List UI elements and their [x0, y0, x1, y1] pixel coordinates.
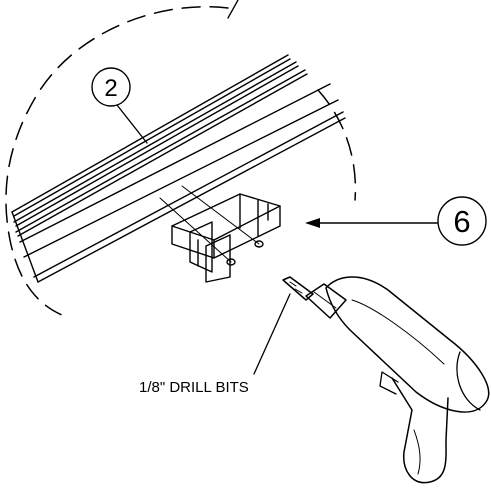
callout-6-circle: [437, 196, 487, 246]
drill-chuck: [305, 283, 347, 319]
callout-2-leader: [116, 104, 148, 144]
bracket-part: [159, 185, 281, 283]
detail-leader: [227, 0, 239, 19]
drill-bits-label: 1/8" DRILL BITS: [139, 379, 249, 396]
drill-handle: [391, 377, 449, 484]
callout-2-number: 2: [104, 75, 117, 102]
callout-2-circle: [91, 67, 131, 107]
detail-circle: [5, 6, 229, 319]
detail-circle-right-arc: [317, 89, 357, 201]
drill-bit: [282, 276, 314, 301]
callout-6-arrowhead: [305, 218, 320, 228]
drill-tool: [282, 276, 490, 484]
rail-part: [11, 54, 346, 283]
drill-bits-leader: [253, 293, 291, 375]
callout-6-number: 6: [453, 204, 470, 239]
drill-body: [325, 276, 490, 413]
